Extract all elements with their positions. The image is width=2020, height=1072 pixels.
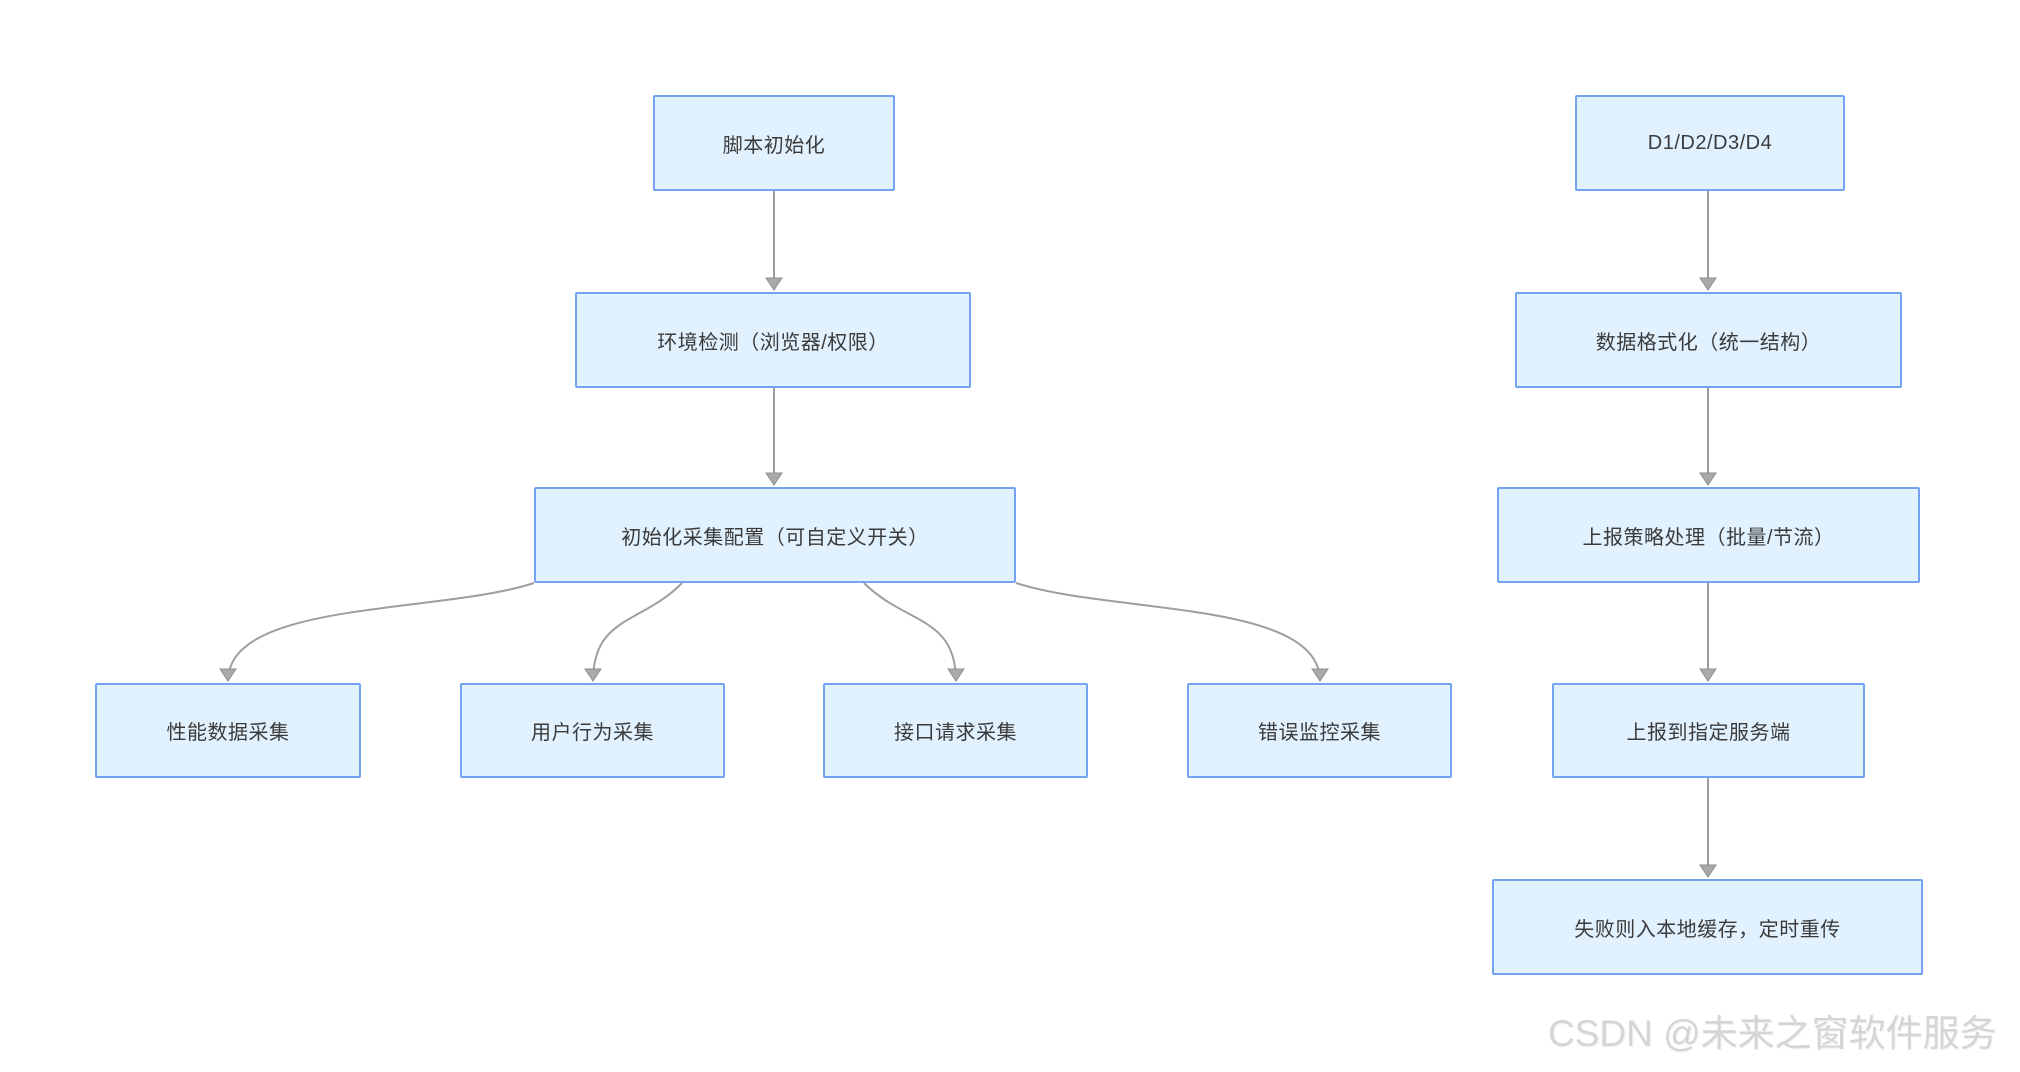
node-script-init-label: 脚本初始化 bbox=[722, 134, 826, 157]
node-data-format: 数据格式化（统一结构） bbox=[1515, 292, 1902, 388]
csdn-watermark: CSDN @未来之窗软件服务 bbox=[1548, 1013, 1997, 1054]
node-fail-cache: 失败则入本地缓存，定时重传 bbox=[1492, 879, 1923, 975]
node-api-collect-label: 接口请求采集 bbox=[894, 722, 1017, 744]
node-error-collect-label: 错误监控采集 bbox=[1258, 722, 1381, 744]
node-error-collect: 错误监控采集 bbox=[1187, 683, 1452, 778]
node-api-collect: 接口请求采集 bbox=[823, 683, 1088, 778]
node-report-server: 上报到指定服务端 bbox=[1552, 683, 1865, 778]
node-data-format-label: 数据格式化（统一结构） bbox=[1595, 331, 1822, 354]
node-env-check: 环境检测（浏览器/权限） bbox=[575, 292, 971, 388]
node-report-strategy: 上报策略处理（批量/节流） bbox=[1497, 487, 1920, 583]
node-behavior-collect-label: 用户行为采集 bbox=[531, 722, 654, 744]
node-script-init: 脚本初始化 bbox=[653, 95, 895, 191]
edge-init-config-to-behavior bbox=[584, 582, 683, 682]
node-perf-collect: 性能数据采集 bbox=[95, 683, 361, 778]
node-d1d4-label: D1/D2/D3/D4 bbox=[1647, 131, 1773, 154]
node-d1d4: D1/D2/D3/D4 bbox=[1575, 95, 1845, 191]
node-env-check-label: 环境检测（浏览器/权限） bbox=[657, 331, 889, 354]
node-report-strategy-label: 上报策略处理（批量/节流） bbox=[1582, 526, 1835, 549]
edge-init-config-to-perf bbox=[219, 582, 535, 682]
node-init-config-label: 初始化采集配置（可自定义开关） bbox=[621, 526, 929, 549]
node-report-server-label: 上报到指定服务端 bbox=[1626, 722, 1791, 744]
node-behavior-collect: 用户行为采集 bbox=[460, 683, 725, 778]
edge-init-config-to-error bbox=[1015, 582, 1329, 682]
node-init-config: 初始化采集配置（可自定义开关） bbox=[534, 487, 1016, 583]
edge-init-config-to-api bbox=[863, 582, 965, 682]
node-perf-collect-label: 性能数据采集 bbox=[166, 722, 290, 744]
node-fail-cache-label: 失败则入本地缓存，定时重传 bbox=[1574, 918, 1841, 941]
